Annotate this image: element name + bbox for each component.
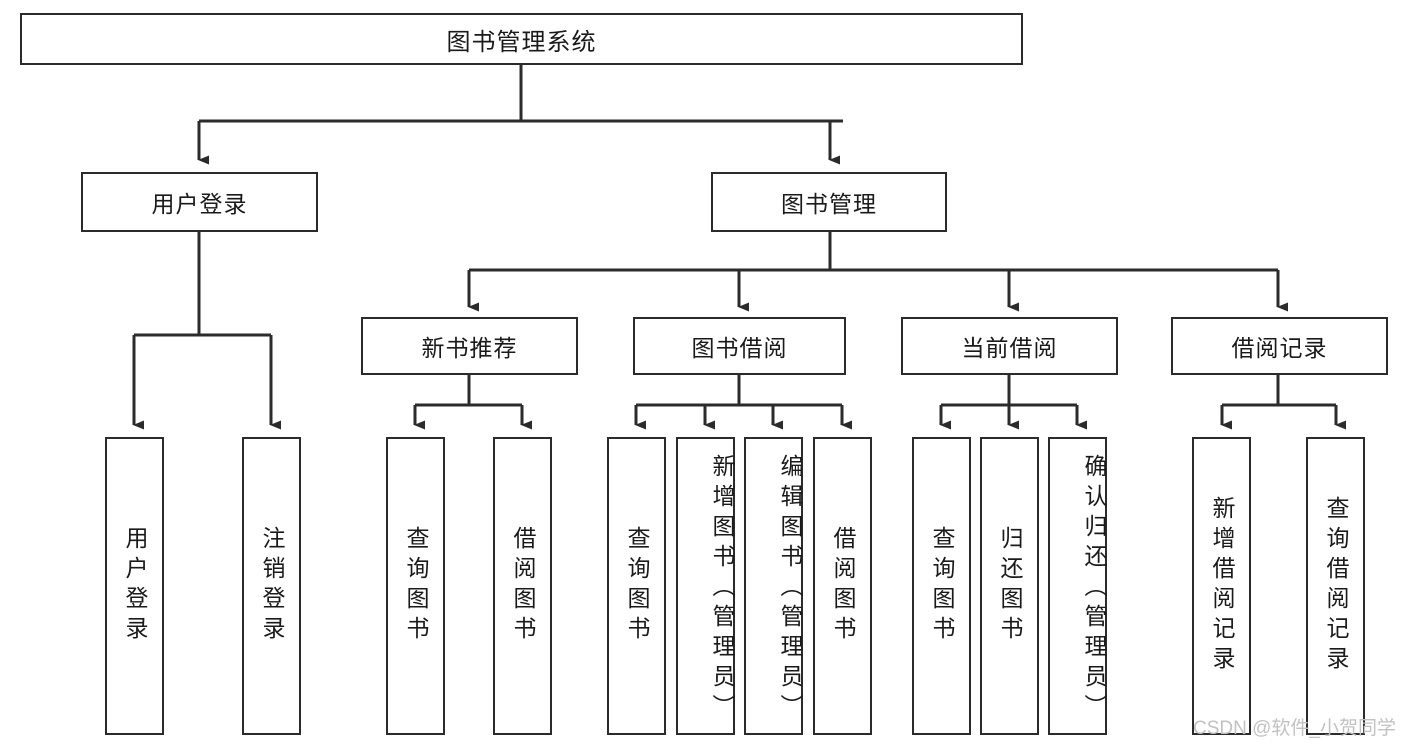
- node-book-borrow[interactable]: 图书借阅: [633, 317, 846, 375]
- leaf-logout-login[interactable]: 注销登录: [242, 437, 301, 735]
- node-user-login[interactable]: 用户登录: [81, 172, 318, 232]
- leaf-user-login[interactable]: 用户登录: [105, 437, 164, 735]
- leaf-return-book[interactable]: 归还图书: [980, 437, 1039, 735]
- csdn-watermark: CSDN @软件_小贺同学: [1193, 718, 1396, 739]
- node-new-book-recommend[interactable]: 新书推荐: [361, 317, 578, 375]
- node-root-system[interactable]: 图书管理系统: [20, 13, 1023, 65]
- leaf-query-book-recommend[interactable]: 查询图书: [386, 437, 445, 735]
- leaf-query-book-current[interactable]: 查询图书: [912, 437, 971, 735]
- node-current-borrow[interactable]: 当前借阅: [901, 317, 1118, 375]
- leaf-add-borrow-record[interactable]: 新增借阅记录: [1192, 437, 1251, 735]
- leaf-query-book-borrow[interactable]: 查询图书: [607, 437, 666, 735]
- leaf-borrow-book-recommend[interactable]: 借阅图书: [493, 437, 552, 735]
- node-book-manage[interactable]: 图书管理: [711, 172, 947, 232]
- leaf-confirm-return-admin[interactable]: 确认归还（管理员）: [1048, 437, 1107, 735]
- node-borrow-record[interactable]: 借阅记录: [1171, 317, 1388, 375]
- leaf-edit-book-admin[interactable]: 编辑图书（管理员）: [744, 437, 803, 735]
- leaf-query-borrow-record[interactable]: 查询借阅记录: [1306, 437, 1365, 735]
- leaf-add-book-admin[interactable]: 新增图书（管理员）: [676, 437, 735, 735]
- leaf-borrow-book-borrow[interactable]: 借阅图书: [813, 437, 872, 735]
